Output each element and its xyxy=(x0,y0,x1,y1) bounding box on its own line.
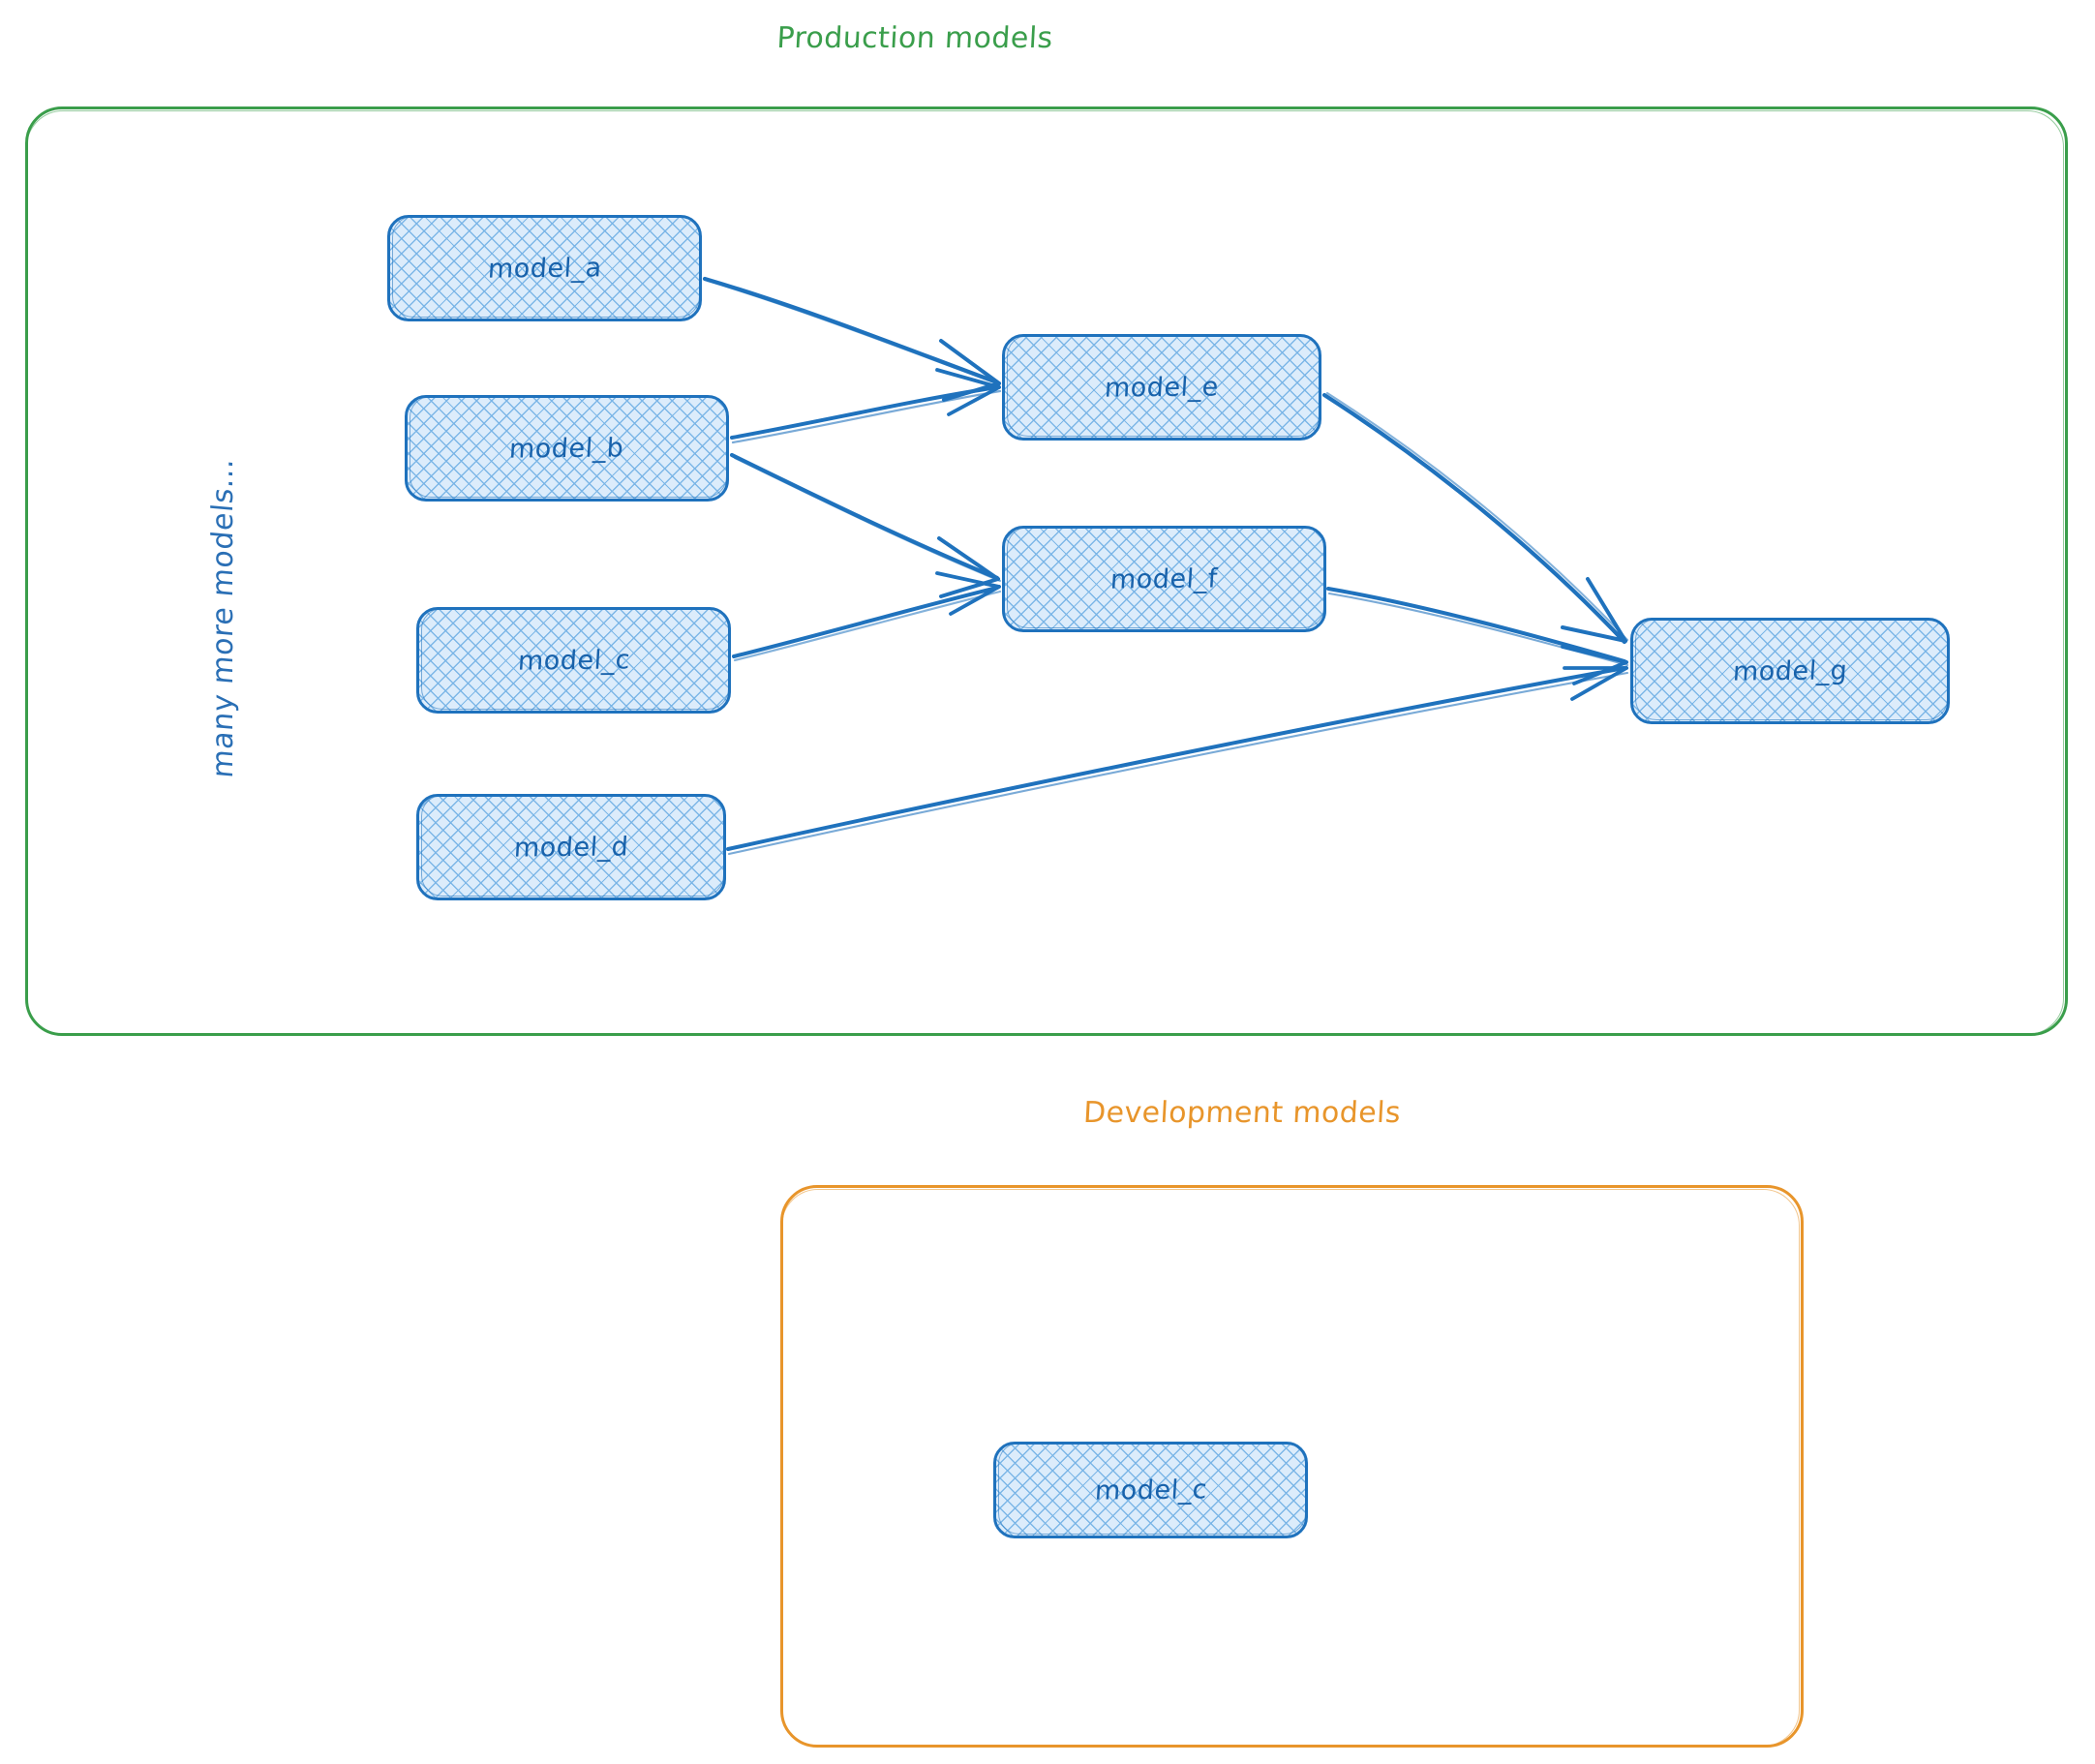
node-model-f-label: model_f xyxy=(1109,563,1219,595)
node-model-b-label: model_b xyxy=(508,432,625,465)
many-more-models-note: many more models... xyxy=(206,456,240,779)
production-group-title: Production models xyxy=(775,21,1054,55)
node-model-d-label: model_d xyxy=(512,831,630,864)
node-model-e-label: model_e xyxy=(1104,371,1220,404)
node-model-g-label: model_g xyxy=(1731,654,1849,687)
node-model-e[interactable]: model_e xyxy=(1002,334,1321,441)
node-model-c-label: model_c xyxy=(516,644,631,677)
node-model-b[interactable]: model_b xyxy=(405,395,729,502)
node-model-c-dev[interactable]: model_c xyxy=(993,1442,1308,1538)
node-model-c-dev-label: model_c xyxy=(1093,1474,1208,1506)
node-model-d[interactable]: model_d xyxy=(416,794,726,900)
node-model-a-label: model_a xyxy=(486,252,603,285)
node-model-c[interactable]: model_c xyxy=(416,607,731,714)
development-group-title: Development models xyxy=(1082,1096,1402,1130)
production-group-box xyxy=(25,106,2068,1036)
node-model-g[interactable]: model_g xyxy=(1630,618,1950,724)
node-model-a[interactable]: model_a xyxy=(387,215,702,321)
development-group-box xyxy=(780,1185,1804,1748)
node-model-f[interactable]: model_f xyxy=(1002,526,1326,632)
